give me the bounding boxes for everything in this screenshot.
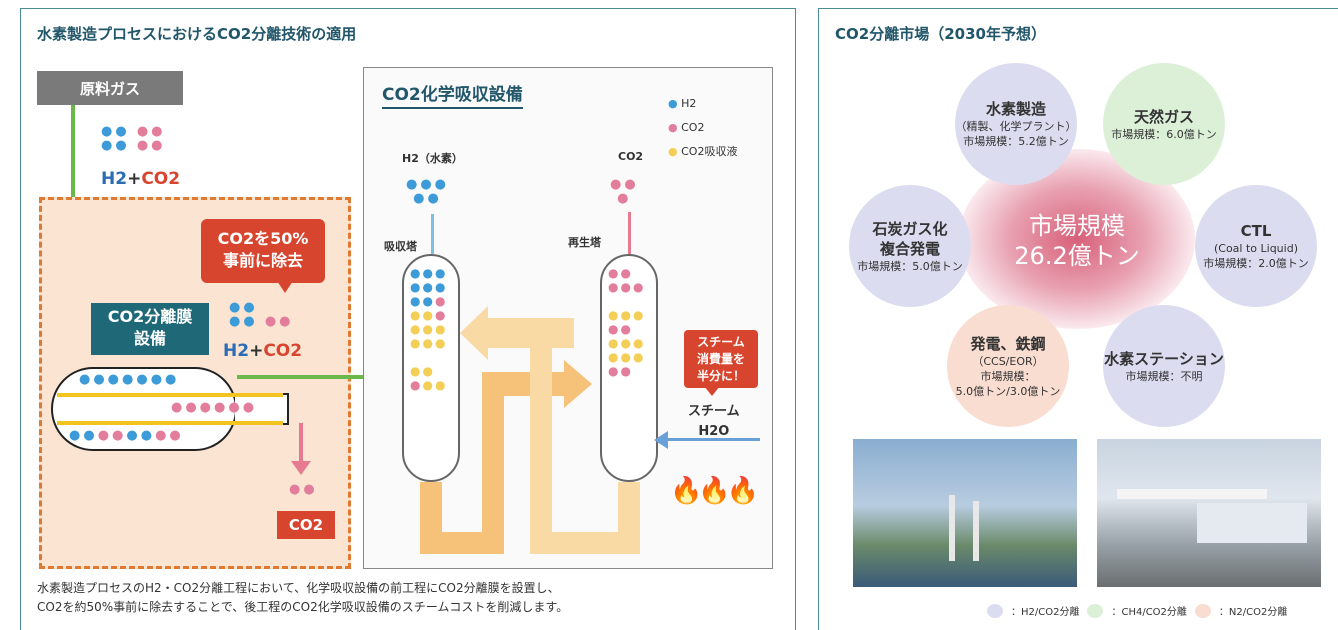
legend-ch4: ：CH4/CO2分離	[1111, 607, 1187, 618]
station-canopy	[1117, 489, 1267, 499]
steam-arrow-head	[654, 431, 668, 449]
membrane-line-top	[57, 393, 283, 397]
right-panel-title: CO2分離市場（2030年予想）	[835, 25, 1046, 43]
return-flow	[484, 318, 574, 348]
module-dots-top: ●●●●●●●	[79, 372, 180, 387]
station-photo	[1097, 439, 1321, 587]
absorption-title: CO2化学吸収設備	[382, 80, 523, 109]
steam-callout-tail	[704, 386, 720, 396]
segment-igcc: 石炭ガス化複合発電市場規模：5.0億トン	[849, 185, 971, 307]
segment-natural-gas: 天然ガス市場規模：6.0億トン	[1103, 63, 1225, 185]
steam-arrow	[668, 438, 760, 441]
segment-hydrogen-station: 水素ステーション市場規模：不明	[1103, 305, 1225, 427]
flame-icon: 🔥🔥🔥	[670, 476, 759, 506]
pipe-bottom-left	[420, 532, 502, 554]
pipe-right-down	[618, 482, 640, 554]
co2-out-label: CO2	[277, 511, 335, 539]
regenerator-tower: ●●●●●●●●●●●●●●●●●●	[600, 254, 658, 482]
absorber-tower: ●●●●●●●●●●●●●●●●●●●●●●●	[402, 254, 460, 482]
return-flow-head	[460, 306, 488, 360]
regenerator-label: 再生塔	[568, 236, 601, 249]
absorption-unit: CO2化学吸収設備 ● H2 ● CO2 ● CO2吸収液 H2（水素） CO2…	[363, 67, 773, 569]
h2-out-dots: ●●● ●●	[406, 177, 450, 206]
co2-down-head	[291, 461, 311, 475]
pipe-return-up	[530, 318, 552, 554]
co2-top-label: CO2	[618, 150, 644, 163]
removal-callout: CO2を50%事前に除去	[201, 219, 325, 283]
left-caption: 水素製造プロセスのH2・CO2分離工程において、化学吸収設備の前工程にCO2分離…	[37, 581, 569, 614]
steam-callout: スチーム消費量を半分に！	[684, 330, 758, 388]
left-panel-title: 水素製造プロセスにおけるCO2分離技術の適用	[37, 25, 357, 43]
segment-ctl: CTL(Coal to Liquid)市場規模：2.0億トン	[1195, 185, 1317, 307]
module-dots-mid: ●●●●●●	[171, 400, 258, 415]
feed-mix: H2+CO2	[101, 169, 181, 189]
co2-down-arrow	[299, 423, 303, 463]
plant-photo	[853, 439, 1077, 587]
after-dots: ●●●● ●●	[229, 300, 294, 329]
module-dots-bottom: ●●●●●●●●	[69, 428, 184, 443]
left-panel: 水素製造プロセスにおけるCO2分離技術の適用 原料ガス ●● ●●●● ●● H…	[20, 8, 796, 630]
to-absorber-arrow	[237, 375, 371, 379]
co2-out-dots2: ●● ●	[610, 177, 639, 206]
membrane-module	[51, 367, 237, 451]
membrane-label: CO2分離膜設備	[91, 303, 209, 355]
legend-swatch-ch4	[1087, 603, 1104, 618]
pipe-bottom-right	[530, 532, 626, 554]
rich-flow-head	[564, 360, 592, 408]
segment-hydrogen-production: 水素製造（精製、化学プラント）市場規模：5.2億トン	[955, 63, 1077, 185]
membrane-line-bottom	[57, 421, 283, 425]
feed-gas-label: 原料ガス	[37, 71, 183, 105]
legend-swatch-h2	[987, 603, 1003, 618]
h2-up-arrow	[431, 214, 434, 254]
legend-n2: ：N2/CO2分離	[1218, 607, 1288, 618]
after-mix: H2+CO2	[223, 341, 303, 361]
absorption-legend: ● H2 ● CO2 ● CO2吸収液	[668, 97, 738, 158]
co2-out-dots: ●●	[289, 482, 318, 497]
segment-power-steel: 発電、鉄鋼（CCS/EOR）市場規模：5.0億トン/3.0億トン	[947, 305, 1069, 427]
absorber-label: 吸収塔	[384, 240, 417, 253]
chimney-2	[973, 501, 979, 561]
station-building	[1197, 503, 1307, 543]
legend-swatch-n2	[1194, 603, 1211, 618]
co2-up-arrow	[628, 212, 631, 262]
feed-dots: ●● ●●●● ●●	[101, 124, 166, 153]
h2-out-label: H2（水素）	[402, 152, 463, 165]
right-legend: ：H2/CO2分離 ：CH4/CO2分離 ：N2/CO2分離	[987, 603, 1287, 618]
legend-h2: ：H2/CO2分離	[1011, 607, 1080, 618]
chimney-1	[949, 495, 955, 561]
pipe-up	[482, 372, 504, 554]
callout-tail	[277, 281, 293, 293]
